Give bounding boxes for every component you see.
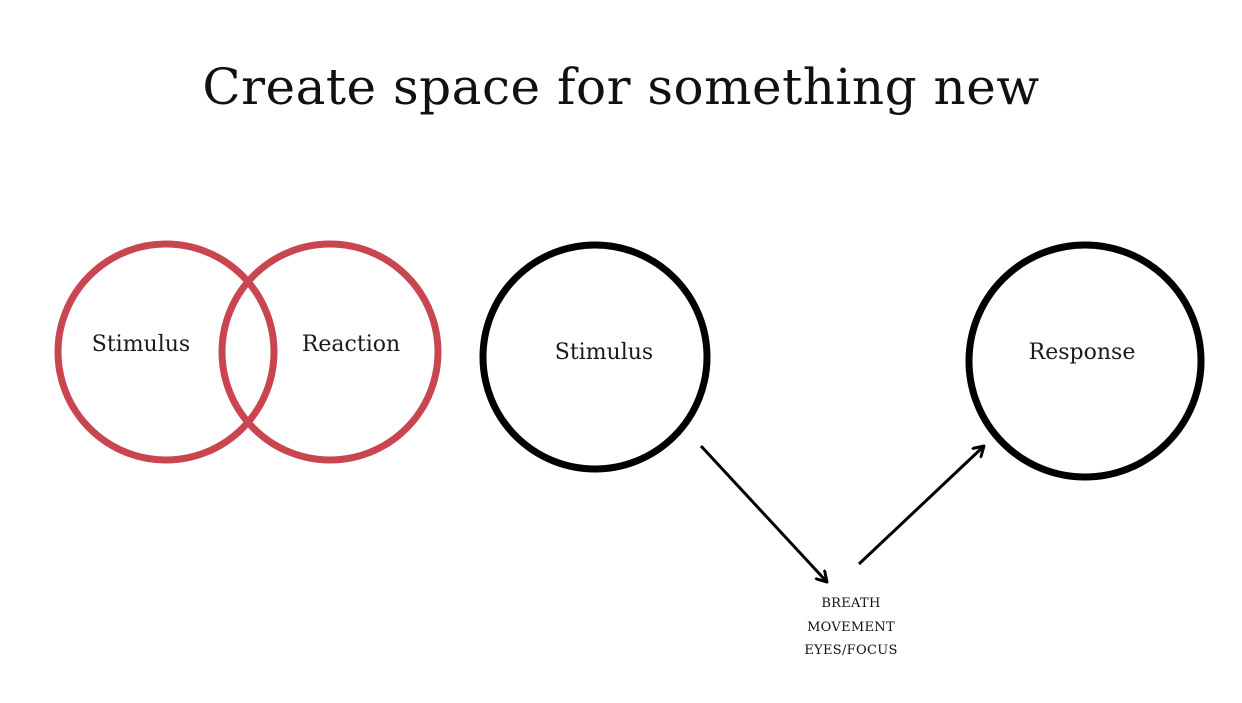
page-title: Create space for something new xyxy=(202,58,1040,116)
response-circle-black xyxy=(965,241,1205,481)
space-item-breath: BREATH xyxy=(821,596,880,611)
left-stimulus-label: Stimulus xyxy=(92,332,190,357)
stimulus-circle-red xyxy=(54,240,278,464)
reaction-circle-red xyxy=(218,240,442,464)
space-item-movement: MOVEMENT xyxy=(807,620,895,635)
stimulus-circle-black xyxy=(479,241,711,473)
left-reaction-label: Reaction xyxy=(302,332,400,357)
right-stimulus-label: Stimulus xyxy=(555,340,653,365)
space-item-eyes-focus: EYES/FOCUS xyxy=(804,643,897,658)
arrow-stimulus-to-space xyxy=(699,444,827,582)
arrow-space-to-response xyxy=(857,446,984,566)
response-label: Response xyxy=(1029,340,1136,365)
